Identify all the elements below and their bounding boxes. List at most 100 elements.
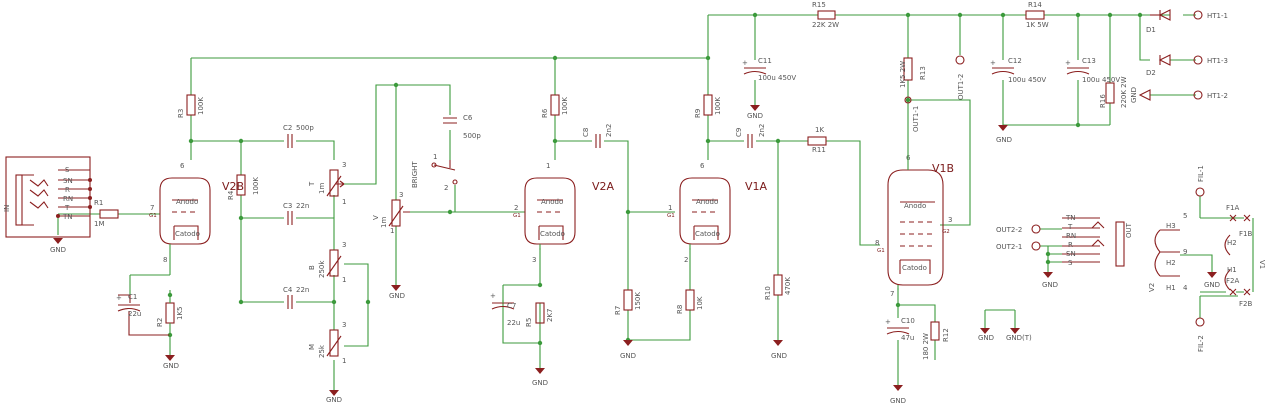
h1-left: H1 [1166,284,1176,292]
r4-value: 100K [252,177,260,195]
pot-v-name: V [372,215,380,220]
c8-name: C8 [582,128,590,137]
v1a-pin2: 2 [684,256,688,264]
svg-text:GND: GND [163,362,179,370]
ht-connectors: HT1-1 HT1-3 HT1-2 GND [1130,10,1228,103]
c12-plus: + [990,59,996,67]
jack-out-pin-sn: SN [1066,250,1076,258]
h2-right: H2 [1227,239,1237,247]
svg-text:GND: GND [890,397,906,405]
r8-value: 10K [696,296,704,310]
out2-1-terminal [1031,241,1041,251]
ht1-3-label: HT1-3 [1207,57,1228,65]
jack-out-pin-s: S [1068,259,1073,267]
c7-name: C7 [507,302,516,310]
jack-in-pin-r: R [65,186,70,194]
ground-symbols: GND GND GND GND GND GND GND GND GND GND … [50,105,1220,405]
v2a-anodo: Anodo [541,198,563,206]
ht1-3-terminal [1193,55,1203,65]
v1b-catodo: Catodo [902,264,927,272]
c7-value: 22u [507,319,520,327]
h1-right: H1 [1227,266,1237,274]
r4-name: R4 [227,190,235,200]
bright-pin1: 1 [433,153,437,161]
input-jack: IN S SN R RN T TN [3,156,92,238]
gnd-heater: GND [1204,272,1220,289]
d1-label: D1 [1146,26,1156,34]
c10-name: C10 [901,317,915,325]
pot-m-value: 25k [318,344,326,358]
out2-2-label: OUT2-2 [996,226,1022,234]
r15-name: R15 [812,1,826,9]
r16-value: 220K 2W [1120,76,1128,108]
c10-value: 47u [901,334,914,342]
tube-v1b: Anodo Catodo V1B 6 8 3 7 G1 G2 [875,152,954,298]
pot-t-pin1: 1 [342,198,346,206]
f2a-label: F2A [1226,277,1239,285]
r12-value: 180 2W [922,333,930,360]
c9-value: 2n2 [758,124,766,137]
r14-value: 1K 5W [1026,21,1049,29]
tube-v2b: Anodo Catodo V2B 6 7 8 G1 [149,162,244,355]
svg-text:GND: GND [771,352,787,360]
pot-b-name: B [308,265,316,270]
v1b-pin7: 7 [890,290,894,298]
svg-text:GND: GND [1042,281,1058,289]
v1b-anodo: Anodo [904,202,926,210]
v2a-g1: G1 [513,213,521,219]
v1b-pin8: 8 [875,239,879,247]
heater-section: FIL-1 FIL-2 H3 H2 H1 H2 H1 F1A F1B F2A F… [1148,165,1266,352]
c7-plus: + [490,292,496,300]
jack-in-pin-t: T [64,204,70,212]
r11-value: 1K [815,126,824,134]
capacitors: C2 500p C3 22n C4 22n + C1 22u C6 500p +… [116,57,1120,342]
r3-value: 100K [197,97,205,115]
ht1-2-terminal [1193,90,1203,100]
svg-text:GND: GND [532,379,548,387]
f1a-label: F1A [1226,204,1239,212]
jack-out-pin-tn: TN [1065,214,1076,222]
gnd-bridge: GND GND(T) [978,328,1032,342]
h2-left: H2 [1166,259,1176,267]
heater-pin5: 5 [1183,212,1187,220]
v1a-label: V1A [745,180,768,193]
c8-value: 2n2 [605,124,613,137]
out2-1-label: OUT2-1 [996,243,1022,251]
jack-out-pin-rn: RN [1066,232,1076,240]
r13-value: 1K5 2W [899,61,907,88]
c4-value: 22n [296,286,309,294]
output-jack: OUT2-2 OUT2-1 TN T RN R SN S OUT [996,214,1133,267]
v2a-pin2: 2 [514,204,518,212]
v1a-pin1: 1 [668,204,672,212]
pot-b-value: 250k [318,260,326,278]
gnd-v1b: GND [890,385,906,405]
v2b-pin6: 6 [180,162,185,170]
c2-name: C2 [283,124,292,132]
r3-name: R3 [177,109,185,118]
junction-dots [167,12,1143,346]
pot-t-value: 1m [318,183,326,194]
heater-pin9: 9 [1183,248,1187,256]
svg-text:GND: GND [389,292,405,300]
svg-text:GND: GND [50,246,66,254]
v1a-pin6: 6 [700,162,705,170]
jack-out-pin-r: R [1068,241,1073,249]
ht1-1-terminal [1193,10,1203,20]
c1-plus: + [116,294,122,302]
pot-t-pin3: 3 [342,161,346,169]
v1b-pin3: 3 [948,216,952,224]
gnd-t-label: GND(T) [1006,334,1032,342]
r9-name: R9 [694,109,702,118]
input-jack-label: IN [3,205,11,212]
c13-value: 100u 450V [1082,76,1120,84]
v1b-label: V1B [932,162,954,175]
jack-in-pin-s: S [65,166,70,174]
gnd-v2a: GND [532,368,548,387]
f1b-label: F1B [1239,230,1252,238]
v1b-g1: G1 [877,248,885,254]
gnd-pot-v: GND [389,285,405,300]
gnd-filter: GND [996,125,1012,144]
jack-out-pin-t: T [1067,223,1073,231]
r5-name: R5 [525,318,533,327]
